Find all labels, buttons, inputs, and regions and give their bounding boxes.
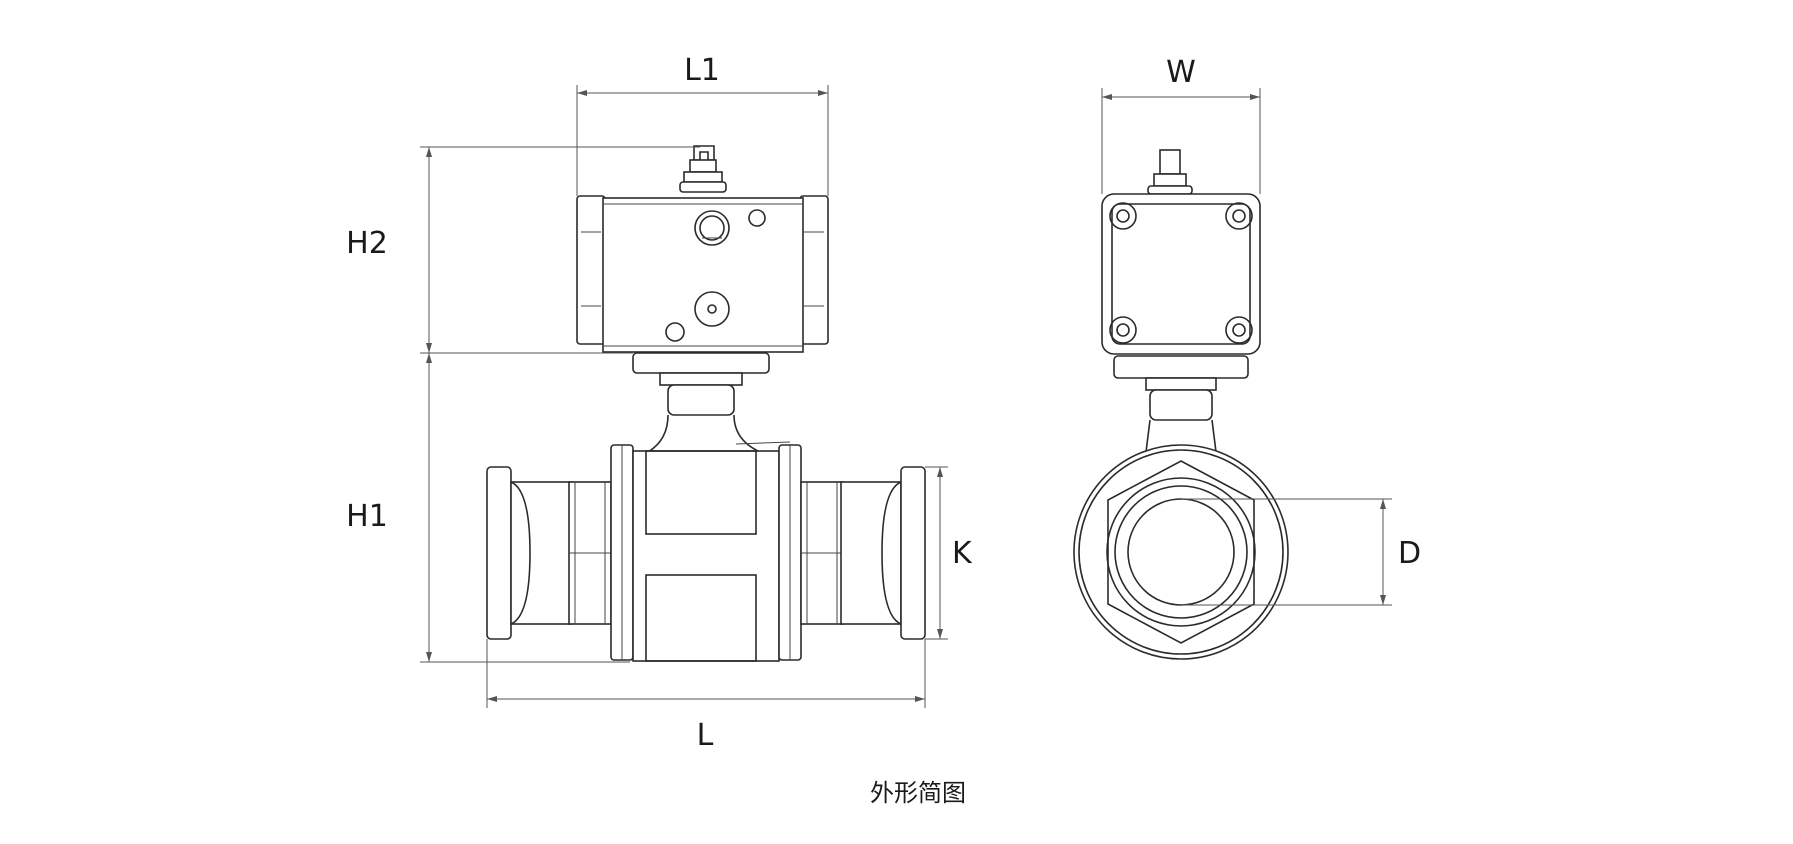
actuator-body (576, 195, 829, 353)
dim-H2: H2 (346, 146, 700, 354)
mounting-neck (632, 352, 791, 453)
dim-label-D: D (1398, 536, 1421, 571)
front-view: L1 H2 H1 K (346, 53, 973, 753)
dim-label-K: K (952, 536, 973, 571)
dim-W: W (1101, 55, 1261, 194)
side-valve-body (1073, 444, 1289, 660)
side-actuator-stem (1147, 149, 1193, 195)
actuator-stem (679, 145, 727, 193)
dim-label-H1: H1 (346, 499, 388, 534)
side-view: W D (1073, 55, 1421, 660)
dim-H1: H1 (346, 353, 630, 663)
dim-label-H2: H2 (346, 226, 388, 261)
dim-D: D (1181, 498, 1421, 606)
dim-L1: L1 (576, 53, 829, 196)
side-actuator-body (1101, 193, 1261, 355)
dim-label-W: W (1166, 55, 1196, 90)
drawing-caption: 外形简图 (870, 779, 966, 807)
side-mounting-neck (1113, 355, 1249, 453)
dim-L: L (486, 639, 926, 753)
dim-K: K (925, 466, 973, 640)
dim-label-L1: L1 (684, 53, 720, 88)
dim-label-L: L (697, 718, 714, 753)
valve-body (486, 444, 926, 662)
